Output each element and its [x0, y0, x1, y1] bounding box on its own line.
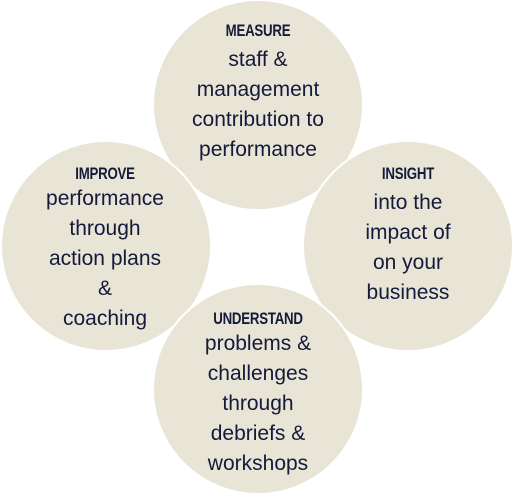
improve-text-block: IMPROVE performance through action plans…	[10, 163, 200, 334]
improve-title: IMPROVE	[75, 164, 135, 183]
measure-text-block: MEASURE staff & management contribution …	[152, 20, 364, 165]
improve-circle	[0, 140, 212, 352]
insight-title: INSIGHT	[381, 164, 435, 183]
measure-title: MEASURE	[225, 21, 291, 40]
improve-description: performance through action plans & coach…	[46, 187, 164, 330]
insight-text-block: INSIGHT into the impact of on your busin…	[305, 163, 511, 308]
understand-title: UNDERSTAND	[213, 309, 303, 328]
measure-description: staff & management contribution to perfo…	[192, 48, 324, 161]
insight-description: into the impact of on your business	[365, 191, 451, 304]
understand-text-block: UNDERSTAND problems & challenges through…	[152, 308, 364, 479]
understand-description: problems & challenges through debriefs &…	[204, 332, 312, 475]
insight-circle	[302, 140, 512, 352]
